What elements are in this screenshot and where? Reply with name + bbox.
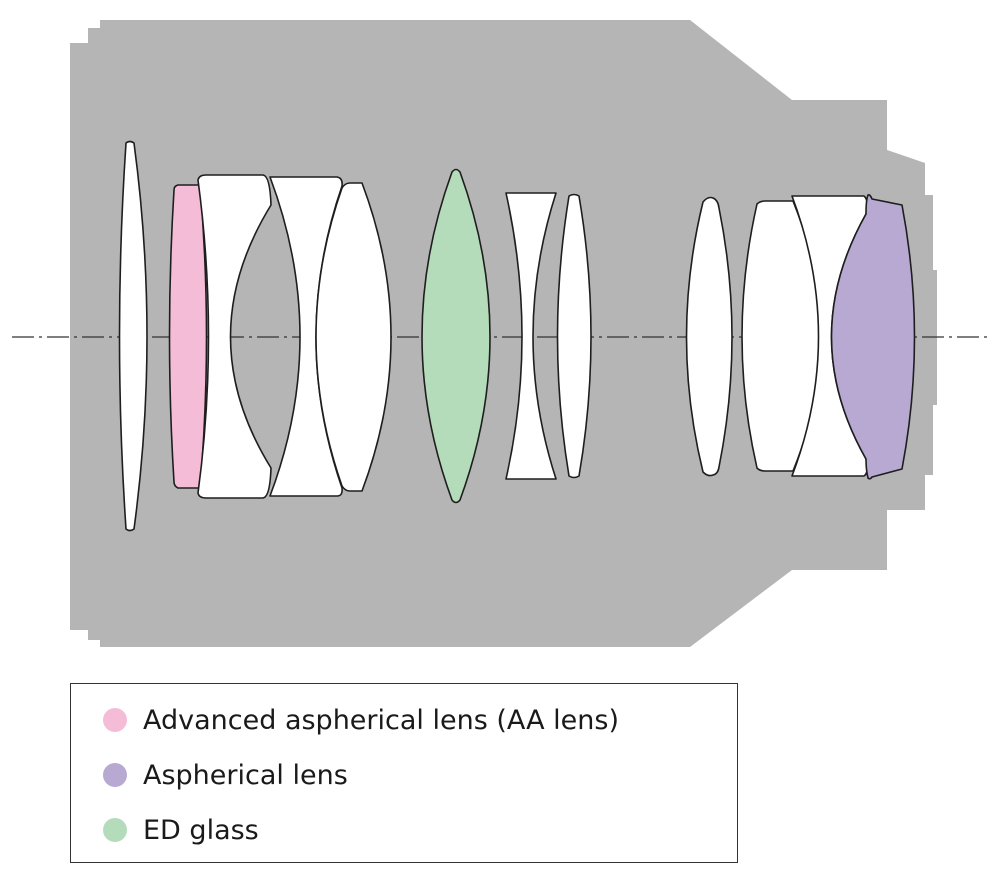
lens-element-1 <box>118 140 148 532</box>
lens-element-3 <box>197 174 272 499</box>
lens-element-2-aa <box>168 184 208 489</box>
legend-label: ED glass <box>143 814 259 846</box>
legend-item-aspherical-lens: Aspherical lens <box>103 755 348 795</box>
lens-elements <box>118 140 916 532</box>
legend-swatch-purple <box>103 763 127 787</box>
lens-element-7 <box>505 192 557 480</box>
legend-swatch-pink <box>103 708 127 732</box>
legend-item-ed-glass: ED glass <box>103 810 259 850</box>
legend-label: Advanced aspherical lens (AA lens) <box>143 704 620 736</box>
lens-element-10 <box>741 200 822 472</box>
legend-item-aa-lens: Advanced aspherical lens (AA lens) <box>103 700 619 740</box>
lens-element-8 <box>556 193 592 479</box>
lens-element-9 <box>685 196 733 477</box>
legend-swatch-green <box>103 818 127 842</box>
lens-element-4 <box>269 176 343 497</box>
lens-element-6-ed <box>421 168 491 504</box>
legend: Advanced aspherical lens (AA lens) Asphe… <box>70 683 738 863</box>
lens-element-5 <box>315 182 392 492</box>
lens-construction-diagram <box>12 20 992 647</box>
legend-label: Aspherical lens <box>143 759 348 791</box>
lens-element-12-aspherical <box>830 194 916 480</box>
